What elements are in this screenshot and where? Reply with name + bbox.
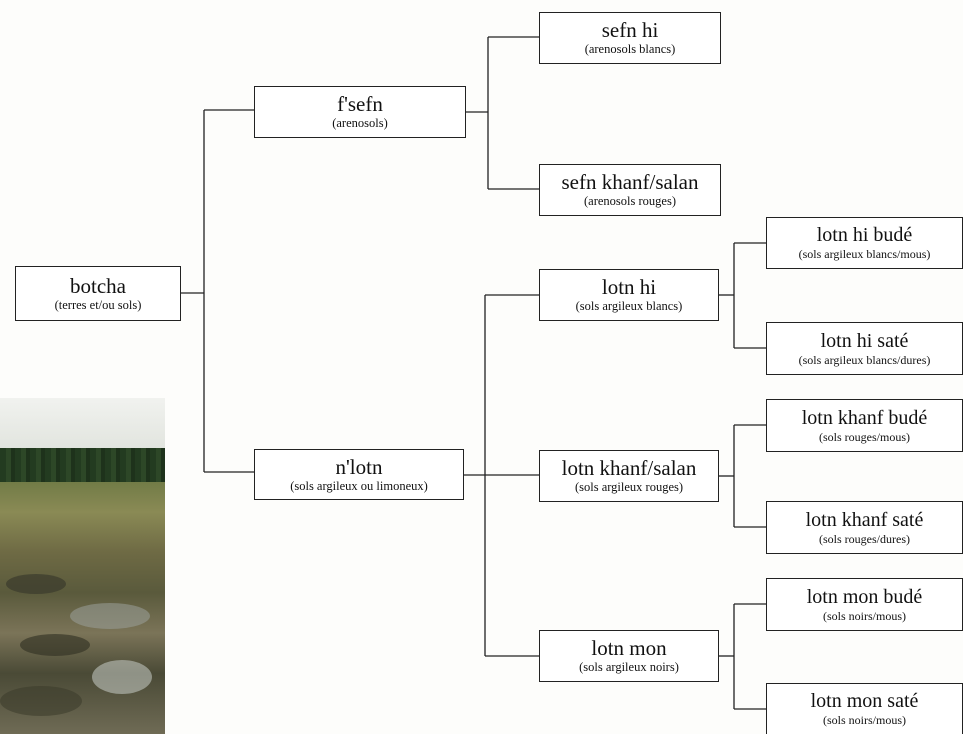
node-gloss: (sols argileux blancs/mous) [798, 247, 931, 262]
node-gloss: (sols argileux ou limoneux) [290, 478, 428, 493]
node-term: botcha [70, 273, 126, 298]
node-gloss: (arenosols blancs) [584, 42, 676, 57]
node-fsefn: f'sefn (arenosols) [254, 86, 466, 138]
node-lotn-hi-bude: lotn hi budé (sols argileux blancs/mous) [766, 217, 963, 269]
node-term: sefn hi [601, 18, 659, 43]
node-term: lotn khanf saté [805, 508, 924, 531]
node-gloss: (sols argileux rouges) [574, 480, 684, 495]
node-gloss: (arenosols) [332, 116, 388, 131]
node-nlotn: n'lotn (sols argileux ou limoneux) [254, 449, 464, 500]
node-botcha: botcha (terres et/ou sols) [15, 266, 181, 321]
node-lotn-mon-sate: lotn mon saté (sols noirs/mous) [766, 683, 963, 734]
node-lotn-hi-sate: lotn hi saté (sols argileux blancs/dures… [766, 322, 963, 375]
node-gloss: (sols argileux blancs) [575, 299, 683, 314]
node-term: f'sefn [337, 92, 383, 117]
node-term: lotn mon [591, 636, 667, 661]
node-lotn-hi: lotn hi (sols argileux blancs) [539, 269, 719, 321]
node-term: lotn hi [601, 275, 657, 300]
node-term: lotn mon budé [806, 585, 923, 608]
node-term: lotn hi budé [816, 224, 913, 247]
node-sefn-hi: sefn hi (arenosols blancs) [539, 12, 721, 64]
node-lotn-khanf-sate: lotn khanf saté (sols rouges/dures) [766, 501, 963, 554]
node-term: n'lotn [335, 454, 383, 479]
node-term: lotn mon saté [810, 690, 919, 713]
node-gloss: (sols rouges/mous) [819, 429, 910, 444]
node-term: lotn khanf/salan [561, 456, 697, 481]
field-soil-photo [0, 398, 165, 734]
node-term: lotn hi saté [820, 329, 909, 352]
node-lotn-khanf-bude: lotn khanf budé (sols rouges/mous) [766, 399, 963, 452]
node-sefn-khanf-salan: sefn khanf/salan (arenosols rouges) [539, 164, 721, 216]
node-gloss: (arenosols rouges) [584, 194, 676, 209]
node-lotn-khanf-salan: lotn khanf/salan (sols argileux rouges) [539, 450, 719, 502]
node-gloss: (sols noirs/mous) [822, 713, 906, 728]
node-gloss: (sols argileux noirs) [579, 660, 679, 675]
node-term: sefn khanf/salan [561, 170, 699, 195]
node-gloss: (terres et/ou sols) [54, 297, 142, 312]
node-term: lotn khanf budé [801, 406, 928, 429]
node-gloss: (sols argileux blancs/dures) [798, 352, 931, 367]
node-gloss: (sols noirs/mous) [822, 608, 906, 623]
node-lotn-mon-bude: lotn mon budé (sols noirs/mous) [766, 578, 963, 631]
node-gloss: (sols rouges/dures) [819, 531, 910, 546]
node-lotn-mon: lotn mon (sols argileux noirs) [539, 630, 719, 682]
